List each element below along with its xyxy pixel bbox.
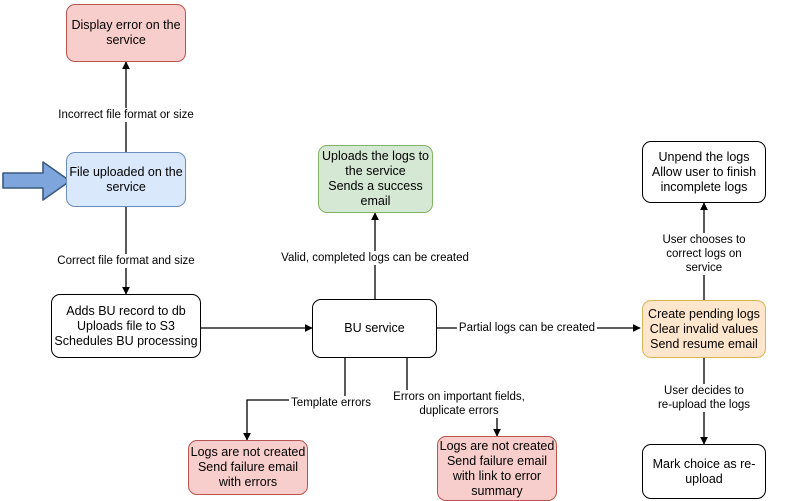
node-adds-bu-record[interactable]: Adds BU record to db Uploads file to S3 … <box>51 294 201 358</box>
node-label: BU service <box>344 321 405 335</box>
node-label: Logs are not created Send failure email … <box>439 438 555 498</box>
node-file-uploaded[interactable]: File uploaded on the service <box>66 152 186 207</box>
entry-block-arrow <box>2 161 71 201</box>
edge-label-incorrect-format: Incorrect file format or size <box>56 108 196 122</box>
node-mark-choice[interactable]: Mark choice as re- upload <box>642 444 766 499</box>
edge-label-re-upload: User decides to re-upload the logs <box>655 384 753 412</box>
node-label: Adds BU record to db Uploads file to S3 … <box>54 303 198 348</box>
node-logs-not-created-summary[interactable]: Logs are not created Send failure email … <box>437 436 557 501</box>
edge-label-template-errors: Template errors <box>289 396 373 410</box>
node-label: Display error on the service <box>71 18 181 47</box>
node-display-error[interactable]: Display error on the service <box>66 4 186 62</box>
edge-label-correct-on-service: User chooses to correct logs on service <box>655 233 753 275</box>
node-label: Mark choice as re- upload <box>652 456 756 486</box>
node-label: Logs are not created Send failure email … <box>190 445 306 489</box>
node-label: Unpend the logs Allow user to finish inc… <box>651 149 757 194</box>
node-logs-not-created-errors[interactable]: Logs are not created Send failure email … <box>188 440 308 495</box>
node-label: Create pending logs Clear invalid values… <box>648 306 760 351</box>
node-bu-service[interactable]: BU service <box>312 299 437 358</box>
node-unpend-logs[interactable]: Unpend the logs Allow user to finish inc… <box>642 141 766 203</box>
edge-label-correct-format: Correct file format and size <box>55 254 197 268</box>
node-label: File uploaded on the service <box>69 164 183 194</box>
edge-label-partial-logs: Partial logs can be created <box>456 321 598 335</box>
node-uploads-logs[interactable]: Uploads the logs to the service Sends a … <box>318 145 433 213</box>
node-create-pending-logs[interactable]: Create pending logs Clear invalid values… <box>642 300 766 358</box>
node-label: Uploads the logs to the service Sends a … <box>321 149 429 208</box>
edge-label-valid-logs: Valid, completed logs can be created <box>279 251 471 265</box>
edge-label-important-field-errors: Errors on important fields, duplicate er… <box>391 390 527 418</box>
